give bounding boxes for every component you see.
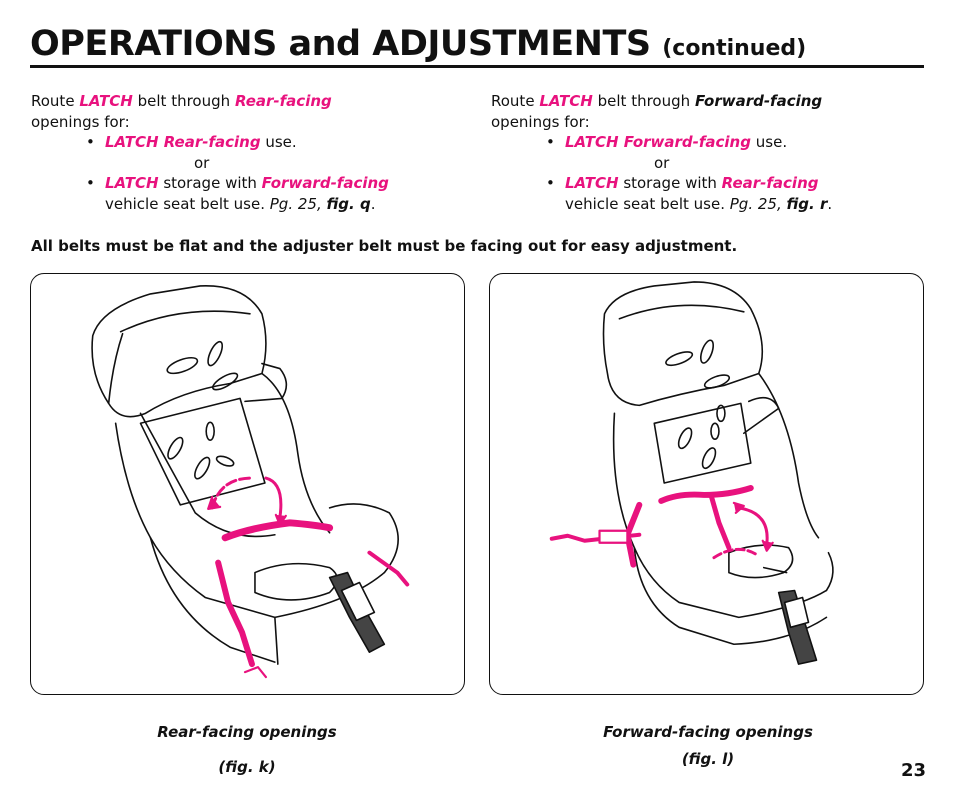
latch-rear-facing-term: LATCH Rear-facing [105, 133, 261, 151]
use-text: use. [265, 133, 297, 151]
figure-l-caption: Forward-facing openings [603, 723, 813, 741]
latch-term: LATCH [565, 174, 619, 192]
belt-note: All belts must be flat and the adjuster … [31, 237, 738, 255]
period: . [827, 194, 833, 213]
right-bullet-2: • LATCH storage with Rear-facing vehicle… [491, 173, 911, 214]
word-route: Route [31, 92, 75, 110]
left-bullet-2: • LATCH storage with Forward-facing vehi… [31, 173, 451, 214]
openings-for-text: openings for: [31, 112, 130, 131]
page-title: OPERATIONS and ADJUSTMENTS (continued) [30, 24, 806, 64]
or-text: or [194, 153, 210, 172]
vehicle-seat-belt-text: vehicle seat belt use. [565, 194, 725, 213]
car-seat-rear-facing-illustration [91, 285, 410, 679]
title-continued: (continued) [662, 36, 807, 61]
word-route: Route [491, 92, 535, 110]
bullet-dot: • [546, 133, 555, 151]
storage-with-text: storage with [623, 174, 717, 192]
title-rule [30, 65, 924, 68]
period: . [370, 194, 376, 213]
use-text: use. [755, 133, 788, 151]
figure-k-caption: Rear-facing openings [157, 723, 337, 741]
figure-reference: fig. q [326, 194, 371, 213]
bullet-dot: • [86, 174, 95, 192]
forward-facing-term: Forward-facing [694, 92, 823, 110]
latch-term: LATCH [105, 174, 159, 192]
openings-for-text: openings for: [491, 112, 590, 131]
car-seat-forward-facing-illustration [549, 281, 834, 665]
latch-term: LATCH [539, 92, 593, 110]
bullet-dot: • [86, 133, 95, 151]
latch-forward-facing-term: LATCH Forward-facing [565, 133, 751, 151]
storage-with-text: storage with [163, 174, 257, 192]
or-text: or [654, 153, 670, 172]
figure-l-label: (fig. l) [681, 750, 735, 768]
left-instructions: Route LATCH belt through Rear-facing ope… [31, 91, 451, 214]
figure-reference: fig. r [786, 194, 828, 213]
left-bullet-1: • LATCH Rear-facing use. [31, 132, 451, 153]
figure-k-label: (fig. k) [218, 758, 276, 776]
page-reference: Pg. 25, [729, 194, 782, 213]
right-intro-line: Route LATCH belt through Forward-facing [491, 91, 911, 112]
title-main: OPERATIONS and ADJUSTMENTS [30, 24, 651, 64]
left-intro-line: Route LATCH belt through Rear-facing [31, 91, 451, 112]
right-instructions: Route LATCH belt through Forward-facing … [491, 91, 911, 214]
vehicle-seat-belt-text: vehicle seat belt use. [105, 194, 265, 213]
page-reference: Pg. 25, [269, 194, 322, 213]
latch-term: LATCH [79, 92, 133, 110]
word-belt-through: belt through [137, 92, 231, 110]
bullet-dot: • [546, 174, 555, 192]
figure-k-box [30, 273, 465, 695]
figure-l-box [489, 273, 924, 695]
right-bullet-1: • LATCH Forward-facing use. [491, 132, 911, 153]
page-number: 23 [900, 760, 926, 781]
rear-facing-term: Rear-facing [234, 92, 332, 110]
rear-facing-term: Rear-facing [721, 174, 819, 192]
word-belt-through: belt through [597, 92, 691, 110]
forward-facing-term: Forward-facing [261, 174, 389, 192]
